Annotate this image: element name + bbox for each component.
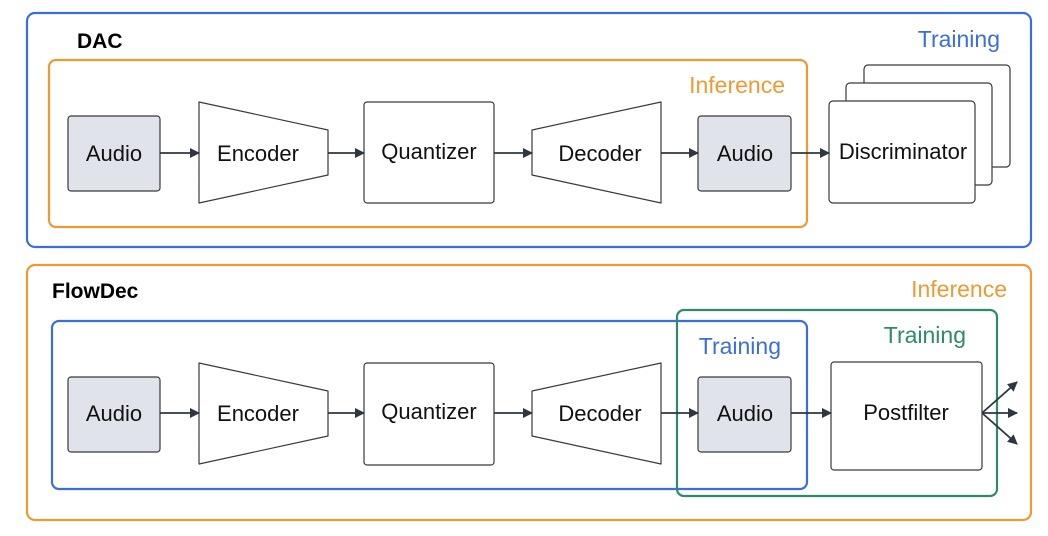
flowdec-audio-in-node: Audio — [67, 376, 161, 453]
postfilter-output-arrow-down — [981, 412, 1018, 445]
flowdec-postfilter-node: Postfilter — [830, 361, 983, 471]
flowdec-encoder-node: Encoder — [198, 362, 329, 465]
flowdec-decoder-node: Decoder — [531, 362, 662, 465]
postfilter-output-arrow-up — [981, 381, 1018, 414]
flowdec-inference-label: Inference — [911, 276, 1007, 302]
dac-audio-out-label: Audio — [717, 141, 773, 166]
dac-quantizer-label: Quantizer — [381, 139, 476, 164]
dac-discriminator-stack: Discriminator — [828, 64, 1011, 204]
flowdec-quantizer-label: Quantizer — [381, 399, 476, 424]
dac-audio-in-node: Audio — [67, 115, 161, 192]
dac-training-label: Training — [918, 26, 1000, 52]
flowdec-inference-frame — [25, 263, 1033, 522]
dac-quantizer-node: Quantizer — [363, 101, 495, 204]
flowdec-title: FlowDec — [52, 280, 139, 303]
dac-encoder-node: Encoder — [198, 101, 329, 204]
flowdec-training-frame-green — [675, 308, 999, 498]
flowdec-training-label-green: Training — [884, 322, 966, 348]
flowdec-quantizer-node: Quantizer — [363, 362, 495, 466]
dac-encoder-label: Encoder — [217, 141, 299, 166]
flowdec-audio-in-label: Audio — [86, 401, 142, 426]
flowdec-encoder-label: Encoder — [217, 401, 299, 426]
dac-title: DAC — [77, 30, 123, 53]
flowdec-postfilter-label: Postfilter — [863, 400, 949, 425]
dac-inference-frame — [47, 58, 809, 229]
flowdec-audio-out-node: Audio — [697, 376, 792, 453]
flowdec-panel: FlowDec Inference Training Training Audi… — [25, 263, 1033, 522]
flowdec-decoder-label: Decoder — [558, 401, 641, 426]
dac-discriminator-label: Discriminator — [839, 139, 967, 164]
dac-training-frame — [25, 11, 1033, 249]
flowdec-training-label-blue: Training — [699, 333, 781, 359]
dac-decoder-node: Decoder — [531, 101, 662, 204]
flowdec-training-frame-blue — [50, 319, 809, 491]
dac-audio-in-label: Audio — [86, 141, 142, 166]
dac-audio-out-node: Audio — [697, 115, 792, 192]
flowdec-audio-out-label: Audio — [717, 401, 773, 426]
dac-panel: DAC Training Inference Audio Encoder Qua… — [25, 11, 1033, 249]
postfilter-output-arrows — [981, 381, 1018, 445]
dac-inference-label: Inference — [689, 72, 785, 98]
dac-decoder-label: Decoder — [558, 141, 641, 166]
